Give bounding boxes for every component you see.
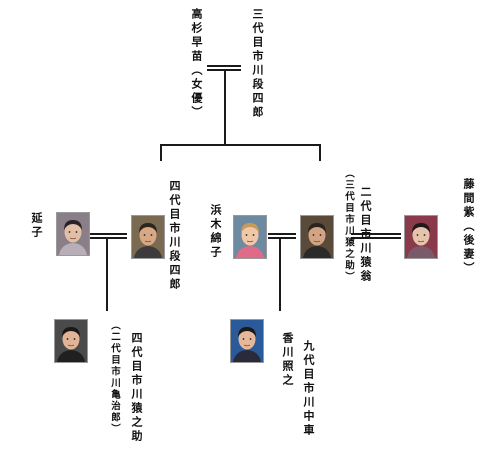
person-name-hamaki: 浜木綿子 xyxy=(209,204,222,260)
person-name-chusha9: 九代目市川中車 xyxy=(302,340,315,438)
marriage-line-left xyxy=(89,237,127,239)
person-name-danshiro3: 三代目市川段四郎 xyxy=(251,8,264,120)
portrait-danshiro4 xyxy=(131,215,165,259)
person-name-ennoo2-alt: （三代目市川猿之助） xyxy=(343,168,354,283)
portrait-ennoo2 xyxy=(300,215,334,259)
marriage-line-top xyxy=(207,65,241,67)
portrait-kagawa xyxy=(230,319,264,363)
child-line-right xyxy=(319,144,321,161)
person-name-ennosuke4: 四代目市川猿之助 xyxy=(130,332,143,444)
marriage-line-top xyxy=(207,69,241,71)
descent-line-left xyxy=(106,238,108,311)
person-name-fujima: 藤間紫（後妻） xyxy=(462,178,475,276)
child-line-left xyxy=(160,144,162,161)
descent-line-top xyxy=(224,70,226,145)
marriage-line-center xyxy=(268,237,296,239)
marriage-line-left xyxy=(89,233,127,235)
marriage-line-center xyxy=(268,233,296,235)
portrait-fujima xyxy=(404,215,438,259)
descent-line-center xyxy=(279,238,281,311)
person-name-ennosuke4-alt: （二代目市川亀治郎） xyxy=(109,320,120,435)
portrait-enshi xyxy=(56,212,90,256)
marriage-line-right xyxy=(351,233,401,235)
person-name-danshiro4: 四代目市川段四郎 xyxy=(168,180,181,292)
portrait-ennosuke4 xyxy=(54,319,88,363)
person-name-takasugi: 高杉早苗（女優） xyxy=(190,8,203,120)
portrait-hamaki xyxy=(233,215,267,259)
person-name-ennoo2: 二代目市川猿翁 xyxy=(359,186,372,284)
person-name-kagawa: 香川照之 xyxy=(281,332,294,388)
person-name-enshi: 延子 xyxy=(30,212,43,240)
marriage-line-right xyxy=(351,237,401,239)
sibling-bar xyxy=(160,144,320,146)
